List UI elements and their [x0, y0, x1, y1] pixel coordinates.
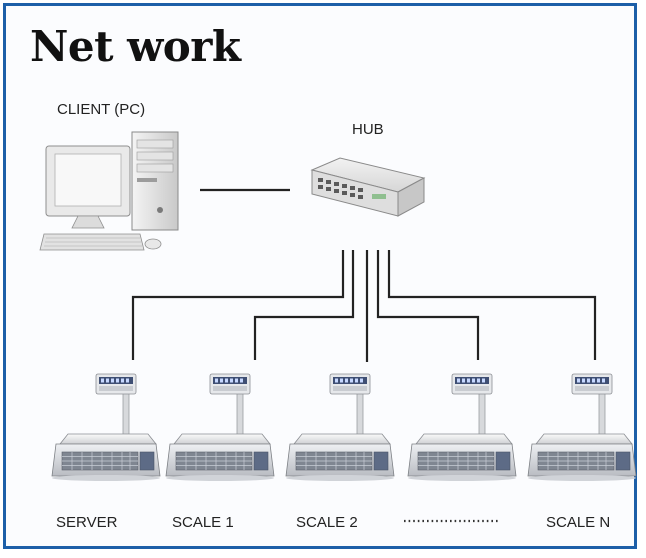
scale-n-cable — [387, 250, 597, 360]
server-scale-icon — [51, 373, 161, 482]
hub-icon — [310, 157, 426, 217]
scale-3-icon — [407, 373, 517, 482]
scale-2-label: SCALE 2 — [296, 514, 358, 531]
scale-2-icon — [285, 373, 395, 482]
scale-3-cable — [376, 250, 480, 360]
scale-1-cable — [253, 250, 355, 360]
client-pc-icon — [39, 131, 179, 251]
scale-1-icon — [165, 373, 275, 482]
hub-label: HUB — [352, 121, 384, 138]
server-label: SERVER — [56, 514, 118, 531]
client-label: CLIENT (PC) — [57, 101, 146, 118]
scale-n-label: SCALE N — [546, 514, 611, 531]
server-cable — [131, 250, 345, 360]
scale-n-icon — [527, 373, 637, 482]
scale-1-label: SCALE 1 — [172, 514, 234, 531]
diagram-title: Net work — [30, 22, 241, 71]
network-cables — [131, 188, 597, 362]
